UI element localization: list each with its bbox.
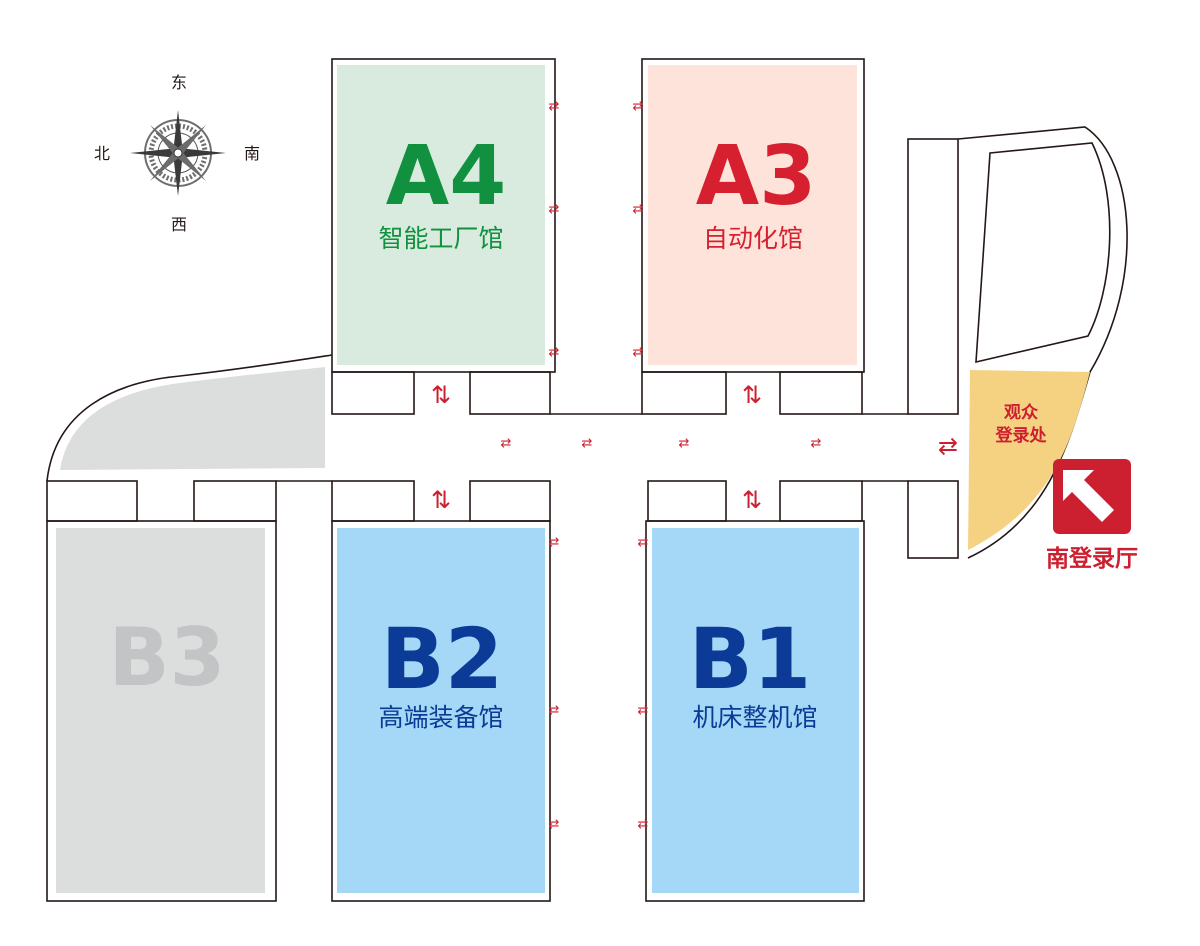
passage-arrow-icon: ⇄ <box>633 202 644 217</box>
hall-b2-code: B2 <box>381 610 503 708</box>
passage-arrow-icon: ⇄ <box>549 703 560 718</box>
compass-east-label: 东 <box>171 73 187 92</box>
hall-a4[interactable]: A4 智能工厂馆 <box>337 65 545 365</box>
passage-arrow-icon: ⇅ <box>742 486 762 514</box>
passage-arrows: ⇄ ⇄ ⇄ ⇄ ⇄ ⇄ ⇄ ⇄ ⇄ ⇄ ⇄ ⇅ ⇅ ⇅ ⇅ ⇄ ⇄ ⇄ ⇄ ⇄ … <box>431 99 958 832</box>
south-hall-label: 南登录厅 <box>1046 546 1138 572</box>
hall-b3-code: B3 <box>109 611 226 704</box>
passage-arrow-icon: ⇄ <box>938 432 958 460</box>
south-hall-entrance[interactable]: 南登录厅 <box>1046 459 1138 572</box>
passage-arrow-icon: ⇄ <box>638 703 649 718</box>
passage-arrow-icon: ⇄ <box>549 345 560 360</box>
compass-south-label: 南 <box>244 144 260 163</box>
hall-b2-name: 高端装备馆 <box>378 703 503 732</box>
hall-b1[interactable]: B1 机床整机馆 <box>652 528 859 893</box>
arrow-up-left-icon <box>1063 470 1114 522</box>
registration-line1: 观众 <box>1003 402 1039 423</box>
visitor-registration[interactable]: 观众 登录处 <box>968 370 1090 550</box>
hall-a3-name: 自动化馆 <box>703 224 803 253</box>
passage-arrow-icon: ⇄ <box>633 99 644 114</box>
passage-arrow-icon: ⇄ <box>549 817 560 832</box>
registration-line2: 登录处 <box>995 425 1048 446</box>
hall-a3[interactable]: A3 自动化馆 <box>648 65 857 365</box>
compass-west-label: 西 <box>171 215 187 234</box>
hall-b2[interactable]: B2 高端装备馆 <box>337 528 545 893</box>
passage-arrow-icon: ⇄ <box>501 436 512 451</box>
passage-arrow-icon: ⇅ <box>431 381 451 409</box>
hall-b1-code: B1 <box>689 610 811 708</box>
passage-arrow-icon: ⇄ <box>633 345 644 360</box>
passage-arrow-icon: ⇄ <box>549 202 560 217</box>
hall-a4-code: A4 <box>386 129 507 224</box>
passage-arrow-icon: ⇄ <box>549 535 560 550</box>
hall-b3[interactable]: B3 <box>56 528 265 893</box>
passage-arrow-icon: ⇄ <box>638 817 649 832</box>
passage-arrow-icon: ⇄ <box>811 436 822 451</box>
hall-b1-name: 机床整机馆 <box>692 703 817 732</box>
passage-arrow-icon: ⇄ <box>638 535 649 550</box>
passage-arrow-icon: ⇄ <box>582 436 593 451</box>
building-outline <box>46 58 1128 902</box>
hall-a3-code: A3 <box>696 129 817 224</box>
passage-arrow-icon: ⇄ <box>549 99 560 114</box>
compass-rose-icon <box>130 110 226 196</box>
passage-arrow-icon: ⇅ <box>431 486 451 514</box>
hall-a4-name: 智能工厂馆 <box>378 224 503 253</box>
compass-north-label: 北 <box>94 144 110 163</box>
passage-arrow-icon: ⇄ <box>679 436 690 451</box>
west-plaza <box>60 367 325 470</box>
passage-arrow-icon: ⇅ <box>742 381 762 409</box>
